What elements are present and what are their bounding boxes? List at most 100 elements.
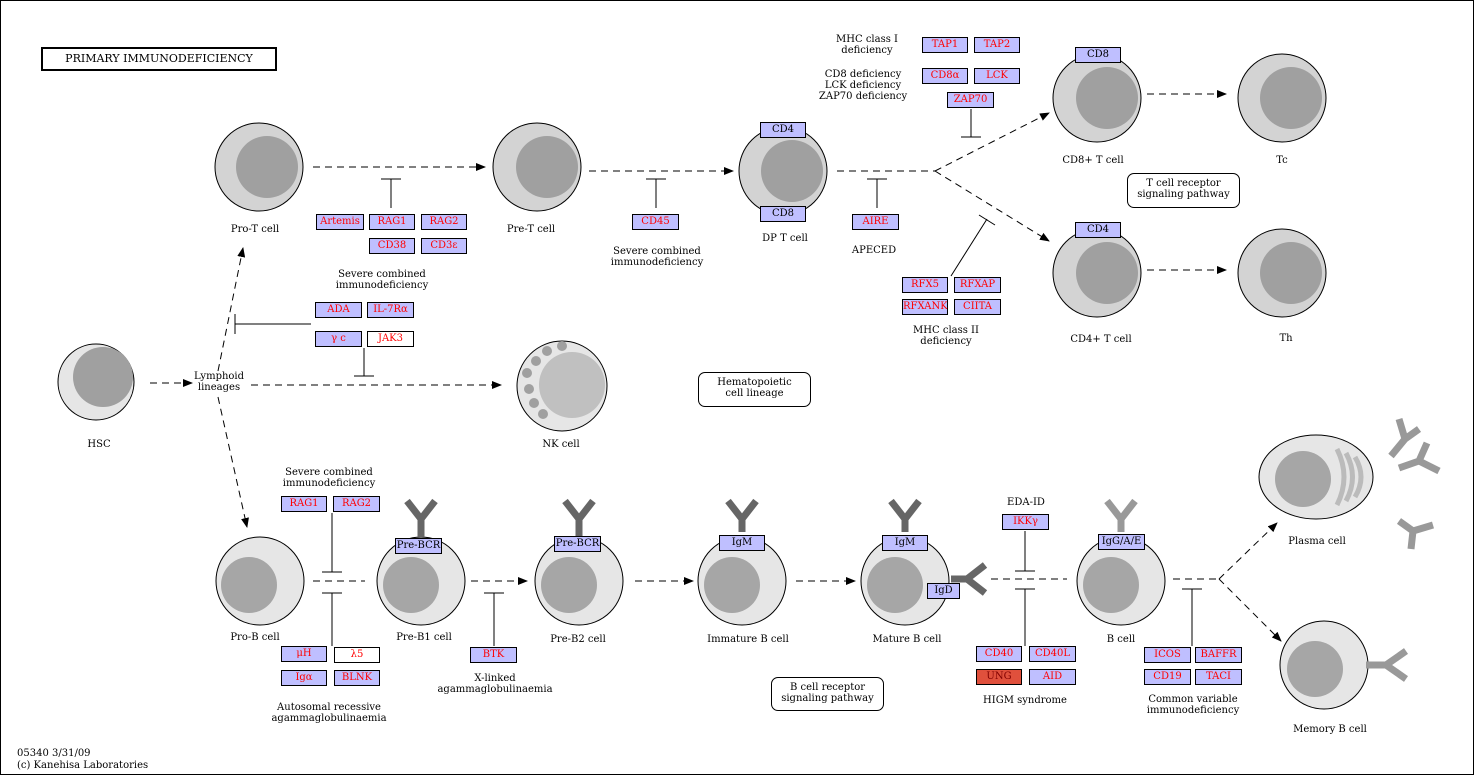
lymphoid-lineages-label: Lymphoid lineages — [193, 371, 245, 393]
gene-rag2-t[interactable]: RAG2 — [421, 214, 467, 230]
map-title: PRIMARY IMMUNODEFICIENCY — [41, 47, 277, 71]
scid-label-mid: Severe combined immunodeficiency — [610, 246, 704, 268]
scid-label-b: Severe combined immunodeficiency — [282, 467, 376, 489]
bcr-signaling-link[interactable]: B cell receptor signaling pathway — [771, 677, 884, 711]
antibody-shapes — [404, 417, 1441, 682]
gene-lambda5[interactable]: λ5 — [334, 647, 380, 663]
gene-zap70[interactable]: ZAP70 — [947, 92, 994, 108]
gene-rfxap[interactable]: RFXAP — [954, 277, 1001, 293]
gene-artemis[interactable]: Artemis — [316, 214, 364, 230]
cd8-marker[interactable]: CD8 — [1075, 47, 1121, 63]
cd4-marker-dp[interactable]: CD4 — [760, 122, 806, 138]
gene-blnk[interactable]: BLNK — [334, 670, 380, 686]
gene-cd40[interactable]: CD40 — [976, 646, 1022, 662]
gene-rag1-b[interactable]: RAG1 — [281, 496, 327, 512]
pre-t-cell-label: Pre-T cell — [506, 224, 556, 235]
gene-rfx5[interactable]: RFX5 — [902, 277, 948, 293]
gene-cd3e[interactable]: CD3ε — [421, 238, 467, 254]
x-linked-agammaglobulinaemia-label: X-linked agammaglobulinaemia — [437, 673, 553, 695]
cd8-t-cell-graphic — [1052, 53, 1142, 143]
igd-marker[interactable]: IgD — [927, 583, 960, 599]
mhc1-deficiency-label: MHC class I deficiency — [836, 34, 898, 56]
pre-bcr-marker-2[interactable]: Pre-BCR — [554, 536, 601, 552]
mature-b-cell-graphic — [860, 536, 950, 626]
cd8-t-cell-label: CD8+ T cell — [1062, 155, 1124, 166]
dp-t-cell-graphic — [738, 126, 828, 216]
pre-bcr-marker-1[interactable]: Pre-BCR — [395, 538, 442, 554]
igm-marker-1[interactable]: IgM — [719, 535, 765, 551]
cd8-marker-dp[interactable]: CD8 — [760, 206, 806, 222]
cd4-t-cell-label: CD4+ T cell — [1070, 334, 1132, 345]
gene-rag1-t[interactable]: RAG1 — [369, 214, 415, 230]
gene-mu-heavy[interactable]: μH — [281, 646, 327, 662]
gene-cd45[interactable]: CD45 — [632, 214, 679, 230]
pro-b-cell-label: Pro-B cell — [230, 632, 280, 643]
hsc-cell-graphic — [57, 343, 135, 421]
scid-label-top: Severe combined immunodeficiency — [335, 269, 429, 291]
tc-cell-graphic — [1237, 53, 1327, 143]
gene-jak3[interactable]: JAK3 — [367, 331, 414, 347]
gene-ikk-gamma[interactable]: IKKγ — [1002, 514, 1049, 530]
pre-b2-cell-label: Pre-B2 cell — [550, 634, 606, 645]
gene-cd38[interactable]: CD38 — [369, 238, 415, 254]
higm-syndrome-label: HIGM syndrome — [983, 695, 1067, 706]
igm-marker-2[interactable]: IgM — [882, 535, 928, 551]
gene-ig-alpha[interactable]: Igα — [281, 670, 327, 686]
gene-il7ra[interactable]: IL-7Rα — [367, 302, 414, 318]
plasma-cell-label: Plasma cell — [1288, 536, 1346, 547]
pre-b2-cell-graphic — [534, 536, 624, 626]
cvid-label: Common variable immunodeficiency — [1146, 694, 1240, 716]
gene-ada[interactable]: ADA — [315, 302, 362, 318]
gene-cd40l[interactable]: CD40L — [1029, 646, 1076, 662]
gene-rfxank[interactable]: RFXANK — [902, 299, 948, 315]
cd4-marker[interactable]: CD4 — [1075, 222, 1121, 238]
nk-cell-graphic — [516, 340, 608, 432]
cd8-deficiency-label: CD8 deficiency LCK deficiency ZAP70 defi… — [818, 69, 908, 102]
hsc-label: HSC — [87, 439, 111, 450]
cd4-t-cell-graphic — [1052, 228, 1142, 318]
pre-b1-cell-label: Pre-B1 cell — [396, 632, 452, 643]
gene-ciita[interactable]: CIITA — [954, 299, 1001, 315]
gene-aire[interactable]: AIRE — [852, 214, 899, 230]
tcr-signaling-link[interactable]: T cell receptor signaling pathway — [1127, 173, 1240, 208]
gene-ung[interactable]: UNG — [976, 669, 1022, 685]
tc-cell-label: Tc — [1276, 155, 1288, 166]
igg-marker[interactable]: IgG/A/E — [1098, 534, 1145, 550]
gene-tap1[interactable]: TAP1 — [922, 37, 968, 53]
gene-aid[interactable]: AID — [1029, 669, 1076, 685]
gene-lck[interactable]: LCK — [974, 68, 1020, 84]
eda-id-label: EDA-ID — [1007, 497, 1045, 508]
plasma-cell-graphic — [1258, 434, 1374, 520]
pre-t-cell-graphic — [492, 122, 582, 212]
gene-cd19[interactable]: CD19 — [1144, 669, 1191, 685]
b-cell-label: B cell — [1106, 634, 1136, 645]
differentiation-arrows — [150, 90, 1282, 642]
copyright: (c) Kanehisa Laboratories — [17, 760, 149, 771]
pro-t-cell-label: Pro-T cell — [230, 224, 280, 235]
th-cell-graphic — [1237, 228, 1327, 318]
gene-gamma-c[interactable]: γ c — [315, 331, 362, 347]
nk-cell-label: NK cell — [542, 439, 580, 450]
pro-b-cell-graphic — [215, 536, 305, 626]
apeced-label: APECED — [851, 245, 897, 256]
mature-b-cell-label: Mature B cell — [872, 634, 942, 645]
autosomal-agammaglobulinaemia-label: Autosomal recessive agammaglobulinaemia — [271, 702, 387, 724]
gene-icos[interactable]: ICOS — [1144, 647, 1191, 663]
inhibition-lines — [234, 109, 1202, 646]
gene-rag2-b[interactable]: RAG2 — [333, 496, 380, 512]
gene-taci[interactable]: TACI — [1195, 669, 1242, 685]
gene-baffr[interactable]: BAFFR — [1195, 647, 1242, 663]
gene-tap2[interactable]: TAP2 — [974, 37, 1020, 53]
map-id: 05340 3/31/09 — [17, 748, 91, 759]
gene-btk[interactable]: BTK — [470, 647, 517, 663]
memory-b-cell-label: Memory B cell — [1293, 724, 1367, 735]
memory-b-cell-graphic — [1279, 620, 1369, 710]
immature-b-cell-label: Immature B cell — [707, 634, 789, 645]
mhc2-deficiency-label: MHC class II deficiency — [913, 325, 979, 347]
th-cell-label: Th — [1279, 333, 1293, 344]
pre-b1-cell-graphic — [376, 536, 466, 626]
b-cell-graphic — [1076, 536, 1166, 626]
hematopoietic-lineage-link[interactable]: Hematopoietic cell lineage — [698, 372, 811, 407]
gene-cd8a[interactable]: CD8α — [922, 68, 968, 84]
